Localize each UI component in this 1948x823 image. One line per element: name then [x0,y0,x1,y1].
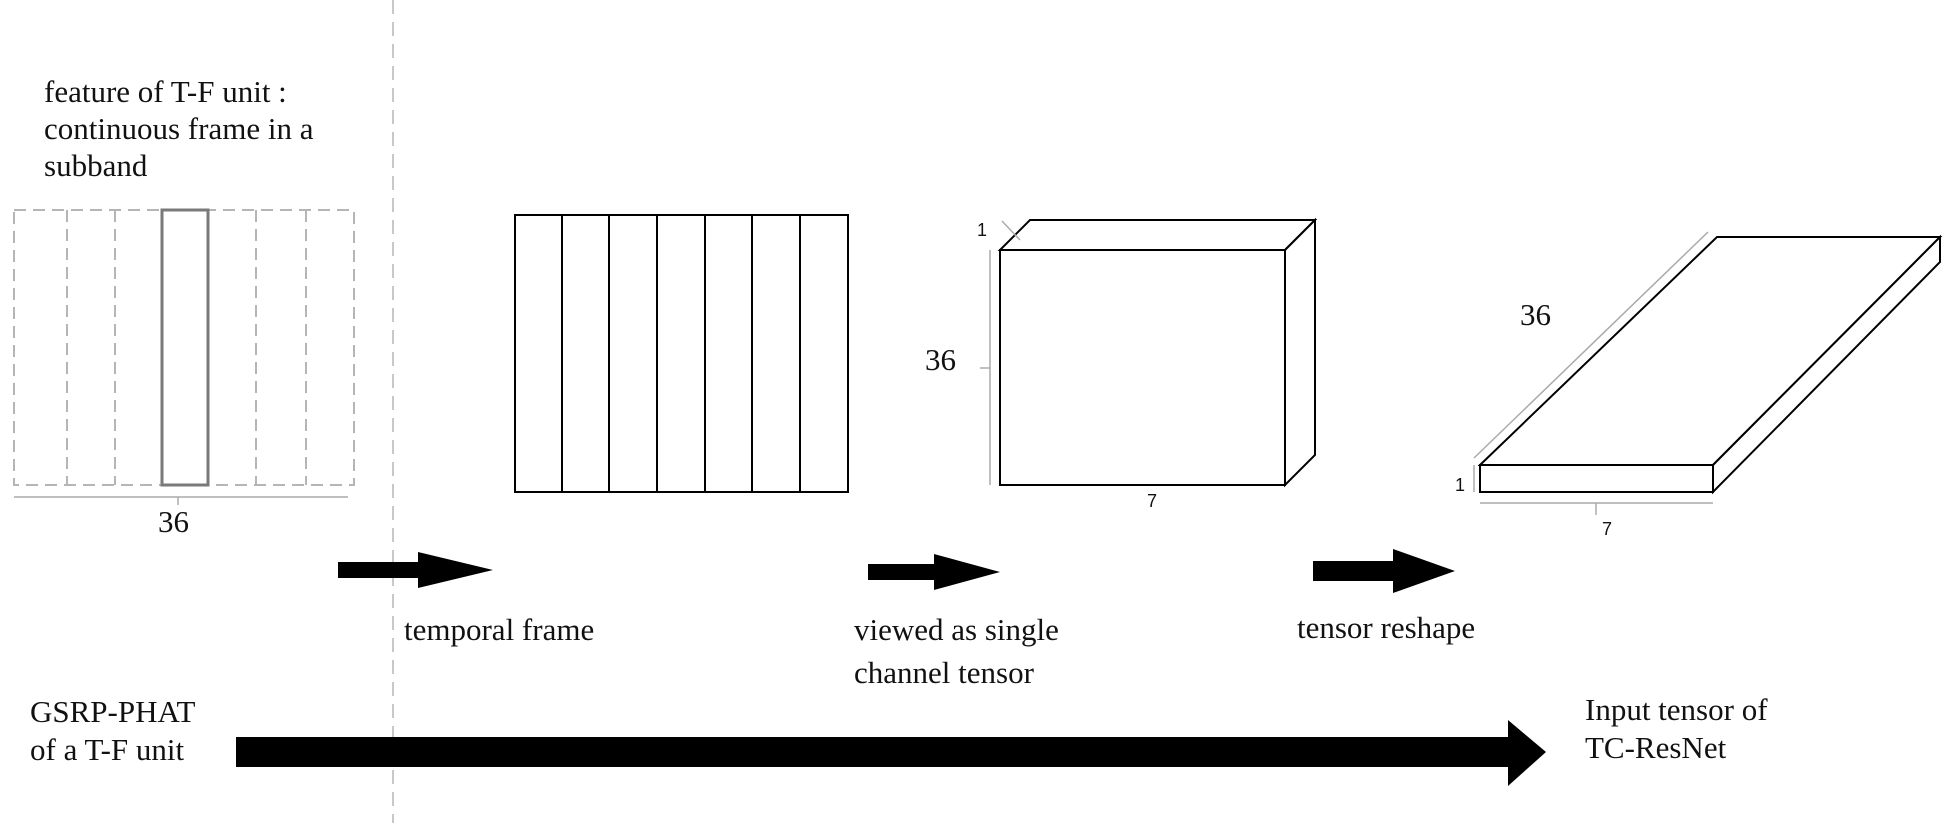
single-channel-label-line-2: channel tensor [854,655,1035,690]
temporal-frame-outline [514,214,849,493]
temporal-frame-grid [514,214,849,493]
feature-caption-line-2: continuous frame in a [44,111,314,146]
feature-frame-grid [13,208,355,505]
feature-width-label: 36 [158,504,189,539]
reshaped-tensor [1473,231,1943,515]
temporal-frame-label: temporal frame [404,612,594,647]
arrow-to-reshape [1313,549,1455,593]
tensor-height-label: 36 [925,342,956,377]
main-pipeline-arrow [236,720,1546,786]
target-label-line-2: TC-ResNet [1585,730,1727,765]
target-label-line-1: Input tensor of [1585,692,1768,727]
tensor-depth-dimension [1001,220,1021,241]
single-channel-tensor [980,217,1318,488]
reshaped-top-face [1477,236,1943,466]
reshaped-front-face [1479,464,1714,493]
arrow-to-single-channel [868,554,1000,590]
tensor-width-label: 7 [1147,491,1157,511]
feature-grid-outline [13,209,355,486]
reshaped-height-label: 1 [1455,475,1465,495]
reshaped-depth-dimension [1473,231,1709,459]
tensor-top-face [997,219,1318,251]
source-label-line-1: GSRP-PHAT [30,694,195,729]
feature-caption-line-1: feature of T-F unit : [44,74,287,109]
tensor-side-face [1284,217,1316,488]
arrow-to-temporal-frame [338,552,493,588]
feature-caption-line-3: subband [44,148,148,183]
single-channel-label-line-1: viewed as single [854,612,1059,647]
highlighted-frame [160,208,210,487]
tensor-front-face [999,249,1286,486]
source-label-line-2: of a T-F unit [30,732,185,767]
tensor-reshape-label: tensor reshape [1297,610,1475,645]
reshaped-width-label: 7 [1602,519,1612,539]
reshaped-depth-label: 36 [1520,297,1551,332]
tensor-depth-label: 1 [977,220,987,240]
